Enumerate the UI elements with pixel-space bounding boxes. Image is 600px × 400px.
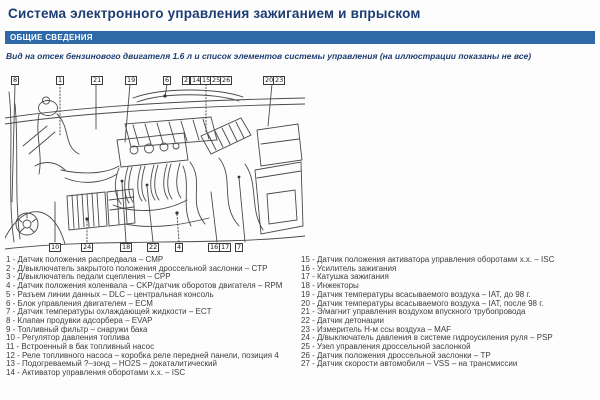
callout-4: 4	[175, 243, 184, 252]
legend-item: 3 - Д/выключатель педали сцепления – CPP	[6, 272, 171, 282]
legend-item: 16 - Усилитель зажигания	[301, 263, 397, 273]
callout-1: 1	[56, 76, 65, 85]
engine-line-art	[5, 83, 305, 250]
legend-item: 10 - Регулятор давления топлива	[6, 333, 130, 343]
callout-10: 10	[49, 243, 62, 252]
legend-item: 17 - Катушка зажигания	[301, 272, 389, 282]
callout-19: 19	[125, 76, 138, 85]
callout-21: 21	[91, 76, 104, 85]
legend-item: 7 - Датчик температуры охлаждающей жидко…	[6, 307, 212, 317]
legend-item: 9 - Топливный фильтр – снаружи бака	[6, 324, 148, 334]
callout-6: 6	[163, 76, 172, 85]
legend-item: 11 - Встроенный в бак топливный насос	[6, 342, 155, 352]
page-title: Система электронного управления зажигани…	[8, 6, 421, 21]
legend-item: 18 - Инжекторы	[301, 281, 359, 291]
callout-23: 23	[273, 76, 286, 85]
legend-item: 19 - Датчик температуры всасываемого воз…	[301, 289, 531, 299]
callout-2: 2	[182, 76, 191, 85]
legend-item: 12 - Реле топливного насоса – коробка ре…	[6, 350, 279, 360]
section-header-banner: ОБЩИЕ СВЕДЕНИЯ	[5, 31, 595, 44]
callout-17: 17	[219, 243, 232, 252]
legend-item: 27 - Датчик скорости автомобиля – VSS – …	[301, 359, 518, 369]
legend-item: 15 - Датчик положения активатора управле…	[301, 255, 555, 264]
legend-item: 24 - Д/выключатель давления в системе ги…	[301, 333, 553, 343]
legend-right-column: 15 - Датчик положения активатора управле…	[301, 255, 598, 369]
legend-item: 8 - Клапан продувки адсорбера – EVAP	[6, 315, 153, 325]
legend-item: 13 - Подогреваемый ?–зонд – HO2S – докат…	[6, 359, 217, 369]
callout-24: 24	[81, 243, 94, 252]
callout-26: 26	[220, 76, 233, 85]
legend-item: 14 - Активатор управления оборотами х.х.…	[6, 368, 186, 378]
legend-item: 1 - Датчик положения распредвала – CMP	[6, 255, 164, 264]
legend-item: 6 - Блок управления двигателем – ECM	[6, 298, 153, 308]
legend-item: 4 - Датчик положения коленвала – CKP/дат…	[6, 281, 283, 291]
legend-item: 23 - Измеритель Н-м ссы воздуха – MAF	[301, 324, 452, 334]
figure-caption: Вид на отсек бензинового двигателя 1.6 л…	[6, 51, 532, 61]
legend-item: 26 - Датчик положения дроссельной заслон…	[301, 350, 491, 360]
callout-8: 8	[11, 76, 20, 85]
legend-item: 21 - Э/магнит управления воздухом впускн…	[301, 307, 526, 317]
section-header-label: ОБЩИЕ СВЕДЕНИЯ	[10, 33, 93, 42]
legend-item: 20 - Датчик температуры всасываемого воз…	[301, 298, 544, 308]
legend-item: 2 - Д/выключатель закрытого положения др…	[6, 263, 268, 273]
legend-item: 22 - Датчик детонации	[301, 315, 384, 325]
legend-item: 25 - Узел управления дроссельной заслонк…	[301, 342, 471, 352]
legend-item: 5 - Разъем линии данных – DLC – централь…	[6, 289, 214, 299]
callout-22: 22	[147, 243, 160, 252]
callout-7: 7	[235, 243, 244, 252]
callout-18: 18	[120, 243, 133, 252]
